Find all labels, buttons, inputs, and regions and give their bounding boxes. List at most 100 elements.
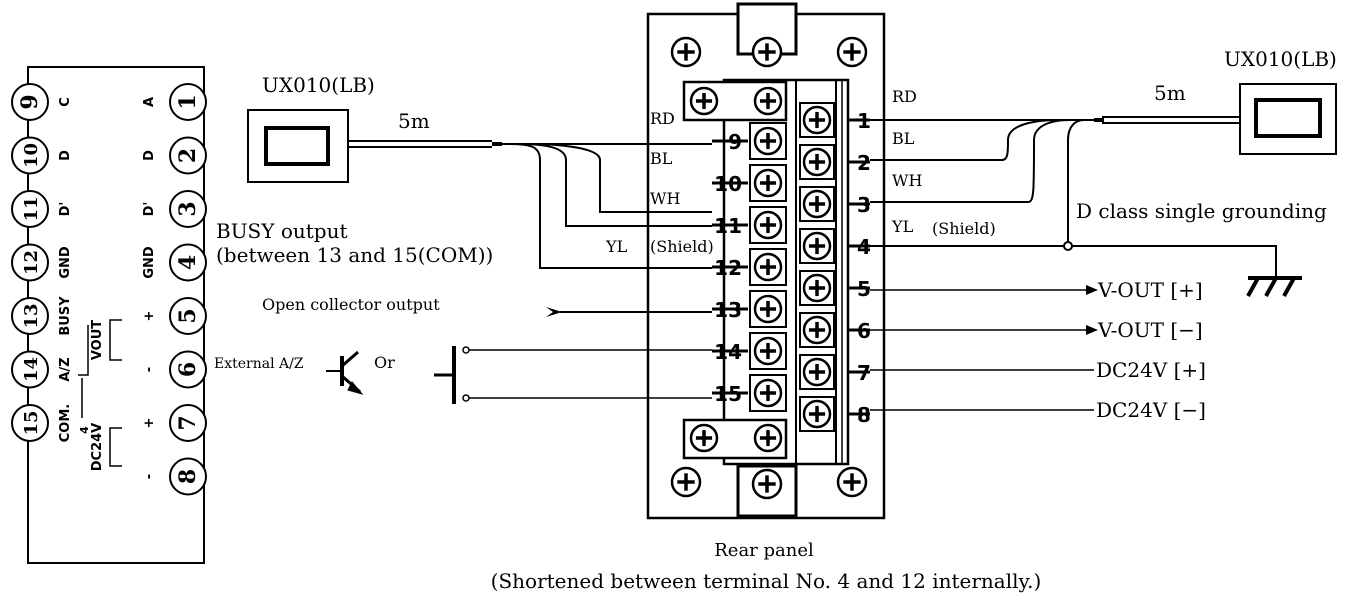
left-terminal-number: 6 <box>175 362 201 377</box>
left-terminal-label: A <box>142 97 157 107</box>
left-terminal-label: D' <box>142 202 157 217</box>
panel-terminal-number: 9 <box>728 130 742 154</box>
left-terminal-number: 8 <box>175 469 201 484</box>
left-terminal-9: 9 <box>11 83 49 121</box>
panel-corner-screw <box>836 466 868 498</box>
wire-bl-right <box>870 119 1061 161</box>
panel-terminal-number: 14 <box>714 340 742 364</box>
terminal-screw <box>753 294 783 324</box>
rear-panel-caption: Rear panel <box>714 540 814 561</box>
left-terminal-1: 1 <box>169 83 207 121</box>
panel-terminal-number: 13 <box>714 298 742 322</box>
terminal-screw <box>802 189 832 219</box>
push-switch-symbol <box>434 346 470 404</box>
right-sensor-window <box>1254 98 1322 138</box>
left-terminal-number: 2 <box>175 148 201 163</box>
mount-screw <box>753 423 783 453</box>
right-label-bl: BL <box>892 129 915 148</box>
vout-plus-label: V-OUT [+] <box>1097 278 1203 302</box>
right-label-shield: (Shield) <box>932 219 996 238</box>
panel-corner-screw <box>670 466 702 498</box>
left-terminal-number: 15 <box>21 410 42 435</box>
left-label-yl: YL <box>605 237 628 256</box>
right-label-wh: WH <box>892 171 922 190</box>
group-label-dc24v: DC24V <box>90 423 105 471</box>
left-label-bl: BL <box>650 149 673 168</box>
panel-terminal-number: 2 <box>857 151 871 175</box>
panel-terminal-number: 1 <box>857 109 871 133</box>
ground-wire <box>1068 245 1277 280</box>
mount-screw <box>753 86 783 116</box>
terminal-screw <box>753 126 783 156</box>
left-terminal-number: 12 <box>21 250 42 275</box>
left-terminal-label: GND <box>58 246 73 279</box>
left-terminal-8: 8 <box>169 457 207 496</box>
panel-terminal-number: 5 <box>857 277 871 301</box>
left-terminal-number: 11 <box>21 196 42 221</box>
mount-screw <box>689 86 719 116</box>
left-label-shield: (Shield) <box>650 237 714 256</box>
vout-bracket <box>109 319 122 361</box>
terminal-screw <box>753 252 783 282</box>
left-terminal-number: 7 <box>175 415 201 430</box>
panel-terminal-number: 15 <box>714 382 742 406</box>
left-terminal-number: 3 <box>175 201 201 216</box>
left-label-rd: RD <box>650 109 675 128</box>
left-label-wh: WH <box>650 189 680 208</box>
left-terminal-6: 6 <box>169 350 207 389</box>
busy-output-range: (between 13 and 15(COM)) <box>216 243 493 267</box>
panel-terminal-number: 8 <box>857 403 871 427</box>
left-terminal-11: 11 <box>11 190 49 228</box>
left-terminal-5: 5 <box>169 297 207 335</box>
small-mark: 4 <box>78 426 91 434</box>
panel-terminal-number: 12 <box>714 256 742 280</box>
wire-yl-left <box>507 143 712 269</box>
left-terminal-2: 2 <box>169 136 207 175</box>
right-sensor-body <box>1239 83 1337 155</box>
mount-screw <box>689 423 719 453</box>
panel-terminal-number: 10 <box>714 172 742 196</box>
left-terminal-label: D <box>142 150 157 161</box>
wire-wh-left <box>519 143 712 227</box>
vout-minus-label: V-OUT [−] <box>1097 318 1203 342</box>
terminal-screw <box>753 378 783 408</box>
panel-corner-screw <box>836 36 868 68</box>
left-terminal-number: 13 <box>21 303 42 328</box>
left-cable-length: 5m <box>398 109 430 133</box>
left-terminal-label: + <box>142 311 157 322</box>
left-terminal-label: D <box>58 150 73 161</box>
bottom-clamp-screw <box>751 468 783 500</box>
left-terminal-13: 13 <box>11 297 49 335</box>
left-sensor: UX010(LB) 5m <box>247 73 502 183</box>
busy-mark <box>78 325 89 376</box>
transistor-symbol <box>326 350 364 395</box>
terminal-screw <box>753 210 783 240</box>
grounding-label: D class single grounding <box>1076 199 1327 223</box>
left-sensor-window <box>264 126 330 166</box>
terminal-screw <box>753 168 783 198</box>
terminal-screw <box>802 357 832 387</box>
left-terminal-7: 7 <box>169 404 207 442</box>
or-label: Or <box>374 353 395 372</box>
external-az-label: External A/Z <box>214 356 304 372</box>
open-collector-label: Open collector output <box>262 295 440 314</box>
left-terminal-number: 10 <box>21 143 42 168</box>
right-sensor-label: UX010(LB) <box>1224 47 1337 71</box>
dc24v-plus-label: DC24V [+] <box>1096 358 1206 382</box>
wire-bl-left <box>529 143 712 213</box>
panel-corner-screw <box>670 36 702 68</box>
panel-terminal-number: 7 <box>857 361 871 385</box>
left-terminal-label: D' <box>58 202 73 217</box>
right-label-yl: YL <box>891 217 914 236</box>
top-clamp-screw <box>751 36 783 68</box>
right-label-rd: RD <box>892 87 917 106</box>
terminal-screw <box>802 147 832 177</box>
left-terminal-label: GND <box>142 246 157 279</box>
left-terminal-14: 14 <box>11 350 49 389</box>
terminal-screw <box>802 105 832 135</box>
left-wires <box>502 143 712 269</box>
panel-note: (Shortened between terminal No. 4 and 12… <box>491 569 1042 593</box>
